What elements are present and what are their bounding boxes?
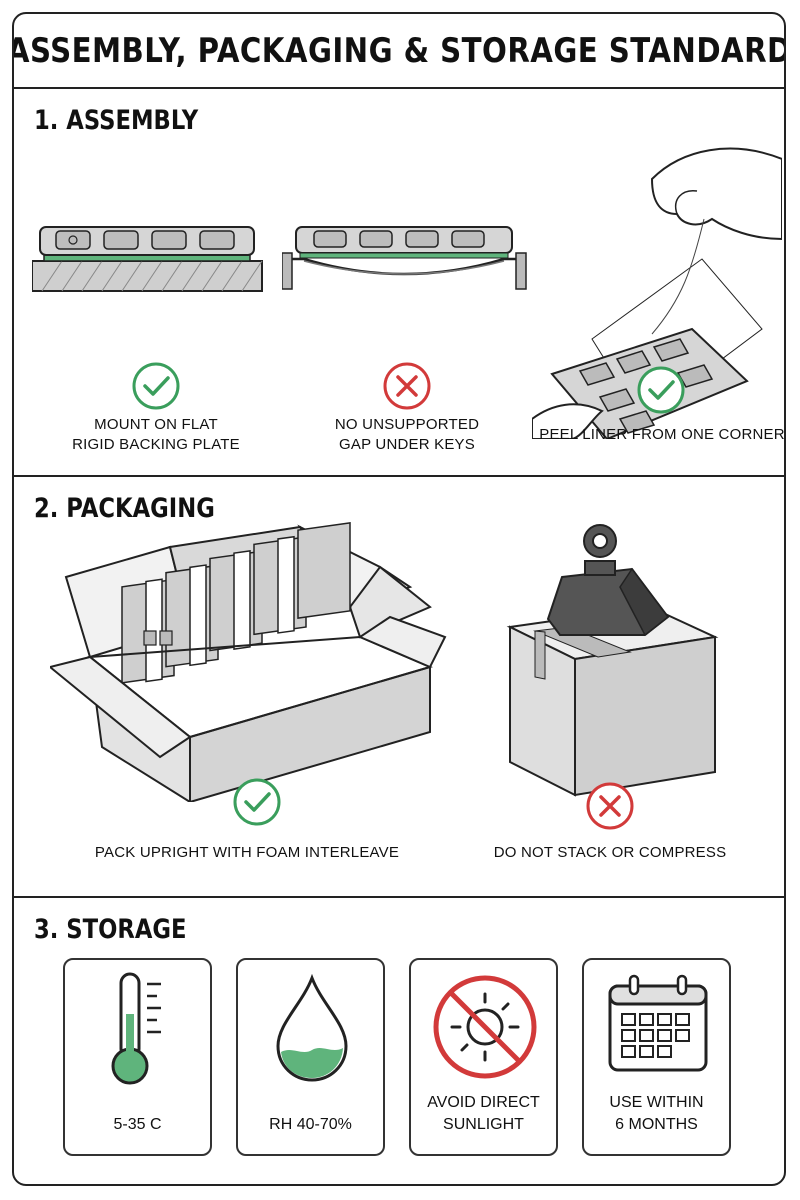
caption-line: GAP UNDER KEYS	[339, 436, 475, 453]
open-box-illustration	[50, 521, 447, 802]
label-line: USE WITHIN	[609, 1094, 704, 1111]
page-title: ASSEMBLY, PACKAGING & STORAGE STANDARD	[12, 30, 786, 71]
title-bar: ASSEMBLY, PACKAGING & STORAGE STANDARD	[14, 14, 784, 89]
caption-line: RIGID BACKING PLATE	[72, 436, 240, 453]
packaging-heading: 2. PACKAGING	[34, 493, 215, 524]
label-line: AVOID DIRECT	[427, 1094, 540, 1111]
assembly-caption-3: PEEL LINER FROM ONE CORNER	[532, 425, 785, 445]
storage-heading: 3. STORAGE	[34, 914, 187, 945]
storage-card-humidity: RH 40-70%	[236, 958, 385, 1156]
assembly-section: 1. ASSEMBLY	[14, 89, 784, 477]
packaging-caption-2: DO NOT STACK OR COMPRESS	[493, 844, 727, 861]
humidity-drop-icon	[276, 974, 348, 1082]
thermometer-icon	[111, 972, 161, 1085]
caption-line: MOUNT ON FLAT	[94, 416, 218, 433]
packaging-section: 2. PACKAGING	[14, 477, 784, 898]
unsupported-gap-illustration	[282, 226, 527, 290]
no-sunlight-icon	[433, 975, 537, 1079]
label-line: RH 40-70%	[269, 1116, 352, 1133]
label-line: SUNLIGHT	[443, 1116, 524, 1133]
assembly-caption-1: MOUNT ON FLAT RIGID BACKING PLATE	[46, 415, 266, 455]
check-icon	[637, 366, 685, 414]
storage-card-temperature: 5-35 C	[63, 958, 212, 1156]
caption-line: NO UNSUPPORTED	[334, 416, 480, 433]
storage-card-shelf-life: USE WITHIN 6 MONTHS	[582, 958, 731, 1156]
storage-section: 3. STORAGE 5-35 C RH 40-70%	[14, 898, 784, 1184]
check-icon	[233, 778, 281, 826]
storage-card-sunlight: AVOID DIRECT SUNLIGHT	[409, 958, 558, 1156]
assembly-caption-2: NO UNSUPPORTED GAP UNDER KEYS	[297, 415, 517, 455]
check-icon	[132, 362, 180, 410]
calendar-icon	[608, 974, 708, 1072]
weight-on-box-illustration	[506, 524, 719, 797]
storage-card-label: AVOID DIRECT SUNLIGHT	[411, 1092, 556, 1136]
storage-card-label: USE WITHIN 6 MONTHS	[584, 1092, 729, 1136]
caption-line: PEEL LINER FROM ONE CORNER	[539, 426, 785, 443]
label-line: 6 MONTHS	[615, 1116, 698, 1133]
keypad-on-plate-illustration	[32, 226, 263, 292]
storage-card-label: RH 40-70%	[238, 1114, 383, 1136]
standard-sheet: ASSEMBLY, PACKAGING & STORAGE STANDARD 1…	[12, 12, 786, 1186]
label-line: 5-35 C	[113, 1116, 162, 1133]
storage-card-label: 5-35 C	[65, 1114, 210, 1136]
assembly-heading: 1. ASSEMBLY	[34, 105, 199, 136]
cross-icon	[586, 782, 634, 830]
cross-icon	[383, 362, 431, 410]
packaging-caption-1: PACK UPRIGHT WITH FOAM INTERLEAVE	[94, 844, 400, 861]
